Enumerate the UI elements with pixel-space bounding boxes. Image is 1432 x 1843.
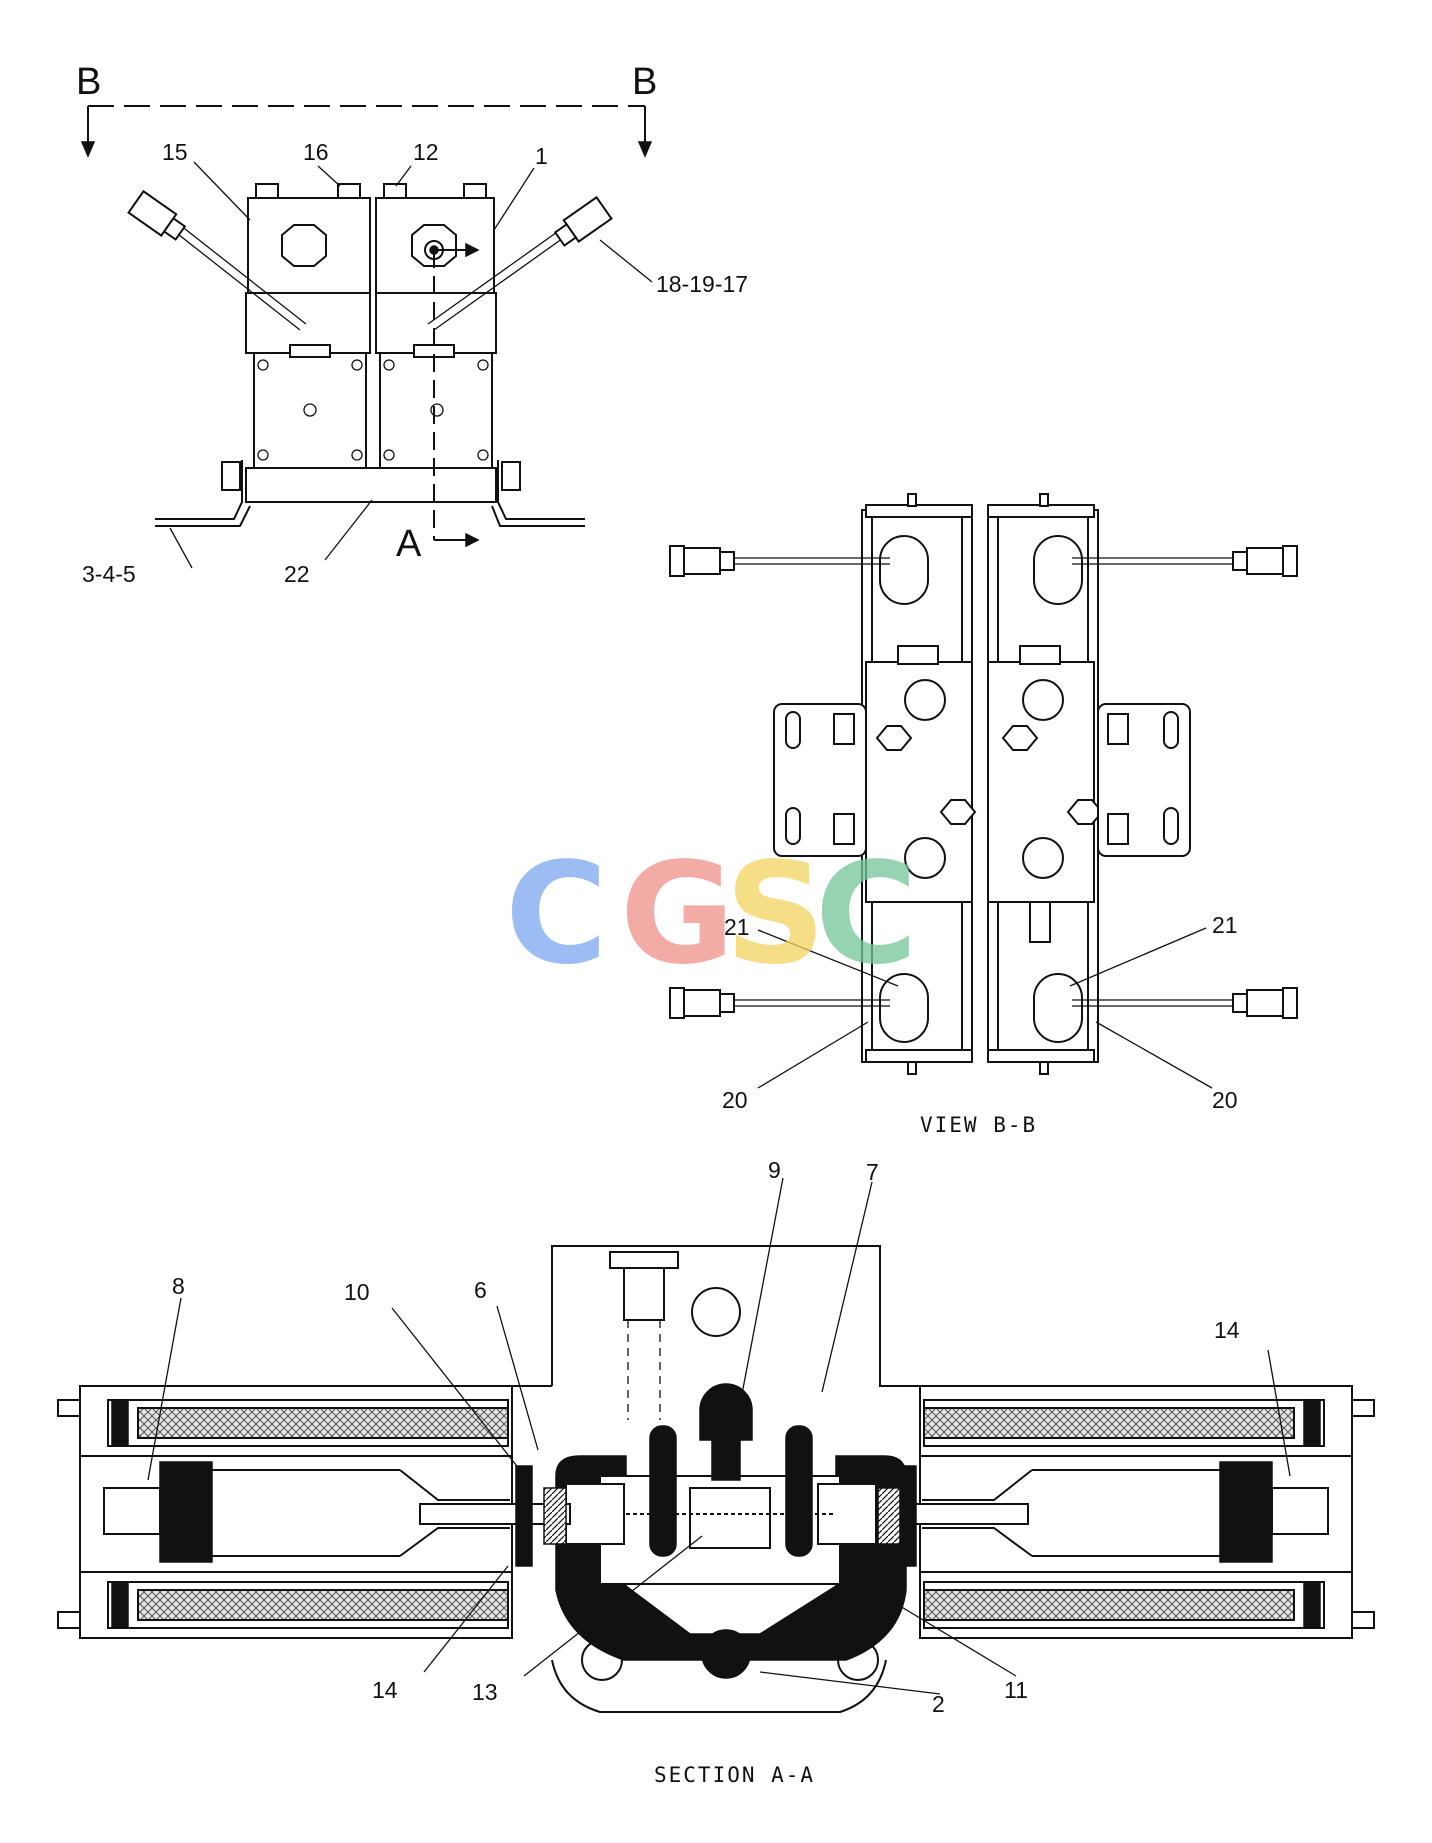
view-bb-title: VIEW B-B (920, 1113, 1037, 1137)
right-coil-lower (923, 1589, 1295, 1621)
section-marker-a: A (396, 523, 422, 565)
left-solenoid-cover (253, 352, 367, 469)
top-view: B B (76, 61, 748, 587)
bb-connector-tl (669, 545, 685, 577)
callout-16: 16 (303, 139, 329, 165)
callout-11: 11 (1004, 1677, 1028, 1703)
watermark-letter-g: G (620, 833, 735, 996)
arrow-head-right (637, 141, 653, 158)
arrow-head-left (80, 141, 96, 158)
left-coil-lower (137, 1589, 509, 1621)
check-ball-lower (701, 1629, 751, 1679)
left-coil-upper (137, 1407, 509, 1439)
bb-connector-br (1282, 987, 1298, 1019)
right-harness-connector (553, 195, 613, 247)
bb-connector-tr (1282, 545, 1298, 577)
callout-3-4-5: 3-4-5 (82, 561, 136, 587)
callout-21-right: 21 (1212, 912, 1238, 938)
section-aa: 9 7 8 10 6 14 14 13 2 11 SECTION A-A (57, 1157, 1375, 1787)
callout-9: 9 (768, 1157, 781, 1183)
bolt-12 (383, 183, 407, 199)
watermark-letter-c2: C (815, 833, 918, 996)
callout-2: 2 (932, 1691, 945, 1717)
callout-21-left: 21 (724, 914, 750, 940)
valve-base (245, 467, 497, 503)
left-bracket (155, 460, 243, 520)
callout-18-19-17: 18-19-17 (656, 271, 748, 297)
valve-body-outline (512, 1245, 920, 1387)
callout-14-left: 14 (372, 1677, 398, 1703)
section-aa-title: SECTION A-A (654, 1763, 815, 1787)
callout-15: 15 (162, 139, 188, 165)
spool-center (689, 1487, 771, 1549)
callout-7: 7 (866, 1159, 879, 1185)
view-bb: 21 21 20 20 VIEW B-B (669, 493, 1298, 1137)
left-connector-boss (289, 344, 331, 358)
callout-20-right: 20 (1212, 1087, 1238, 1113)
section-marker-b-left: B (76, 61, 101, 103)
right-land (785, 1425, 813, 1557)
left-armature (159, 1461, 213, 1563)
bolt-16-left (255, 183, 279, 199)
callout-22: 22 (284, 561, 310, 587)
callout-14-right: 14 (1214, 1317, 1240, 1343)
callout-6: 6 (474, 1277, 487, 1303)
left-spool-end (565, 1483, 625, 1545)
callout-8: 8 (172, 1273, 185, 1299)
cgsc-watermark: C G S C (505, 833, 918, 996)
callout-13: 13 (472, 1679, 498, 1705)
right-spool-end (817, 1483, 877, 1545)
valve-body-bottom (551, 1659, 887, 1713)
bolt-16 (337, 183, 361, 199)
right-armature (1219, 1461, 1273, 1563)
section-marker-b-right: B (632, 61, 657, 103)
callout-12: 12 (413, 139, 439, 165)
watermark-letter-c1: C (505, 833, 608, 996)
callout-20-left: 20 (722, 1087, 748, 1113)
callout-1: 1 (535, 143, 548, 169)
bolt-right (463, 183, 487, 199)
check-ball-upper (699, 1383, 753, 1441)
callout-10: 10 (344, 1279, 370, 1305)
left-harness-connector (127, 189, 187, 241)
left-bracket-bolt (221, 461, 241, 491)
left-land (649, 1425, 677, 1557)
left-hex-plug (281, 224, 327, 267)
right-solenoid-upper (375, 292, 497, 354)
right-solenoid-cover (379, 352, 493, 469)
watermark-letter-s: S (725, 833, 826, 996)
upper-port (691, 1287, 741, 1337)
right-coil-upper (923, 1407, 1295, 1439)
right-bracket-bolt (501, 461, 521, 491)
spool-housing (555, 1455, 907, 1661)
right-bracket (497, 460, 585, 520)
